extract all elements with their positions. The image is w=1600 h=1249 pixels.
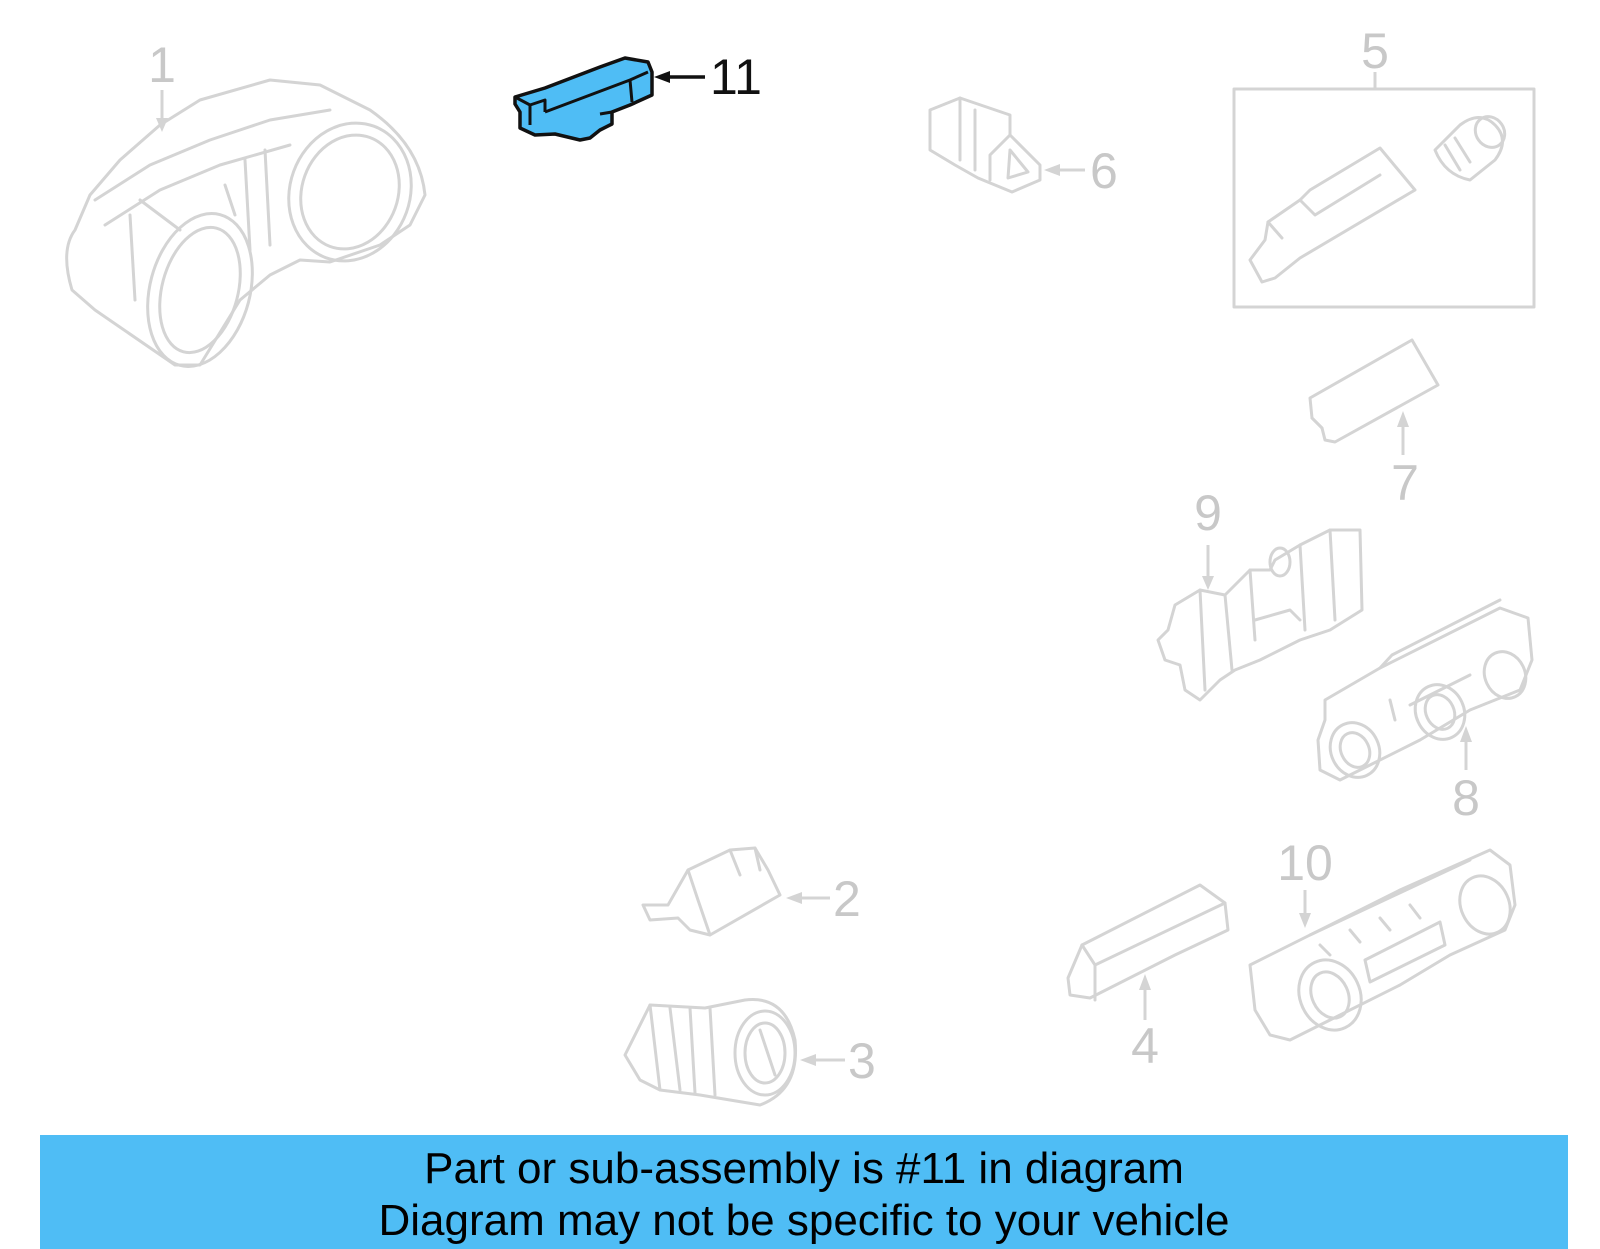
- part-9-bracket[interactable]: [1156, 528, 1364, 702]
- part-4-bar-switch[interactable]: [1066, 883, 1230, 1002]
- part-10-climate-control-display[interactable]: [1248, 848, 1519, 1042]
- arrow-10: [1299, 913, 1311, 928]
- arrow-2: [786, 892, 802, 904]
- callout-4: 4: [1131, 1018, 1159, 1074]
- banner-line-part-number: Part or sub-assembly is #11 in diagram: [424, 1144, 1184, 1193]
- arrow-1: [156, 118, 168, 132]
- arrow-4: [1139, 974, 1151, 990]
- info-banner: Part or sub-assembly is #11 in diagram D…: [40, 1135, 1568, 1249]
- part-2-connector[interactable]: [641, 846, 782, 937]
- part-7-panel[interactable]: [1308, 338, 1440, 444]
- arrow-6: [1044, 164, 1060, 176]
- callout-6: 6: [1090, 143, 1118, 199]
- part-5-assembly-box[interactable]: [1232, 87, 1536, 309]
- callout-7: 7: [1391, 455, 1419, 511]
- callout-5: 5: [1361, 23, 1389, 79]
- callout-11: 11: [710, 49, 762, 105]
- callout-9: 9: [1194, 485, 1222, 541]
- part-3-knob-switch[interactable]: [623, 998, 798, 1107]
- arrow-8: [1460, 726, 1472, 742]
- callout-8: 8: [1452, 770, 1480, 826]
- part-6-switch[interactable]: [928, 96, 1042, 194]
- arrow-9: [1202, 576, 1214, 590]
- callout-10: 10: [1277, 835, 1333, 891]
- callout-3: 3: [848, 1033, 876, 1089]
- parts-diagram: 1 11 6 5 7 9: [65, 23, 1536, 1107]
- part-11-switch-highlighted[interactable]: [513, 56, 654, 142]
- banner-line-disclaimer: Diagram may not be specific to your vehi…: [378, 1196, 1230, 1245]
- arrow-3: [800, 1054, 816, 1066]
- arrow-11: [654, 71, 670, 83]
- callout-2: 2: [833, 871, 861, 927]
- part-1-instrument-cluster[interactable]: [65, 78, 431, 378]
- part-8-climate-control[interactable]: [1316, 598, 1534, 786]
- callout-1: 1: [148, 37, 176, 93]
- arrow-7: [1397, 411, 1409, 427]
